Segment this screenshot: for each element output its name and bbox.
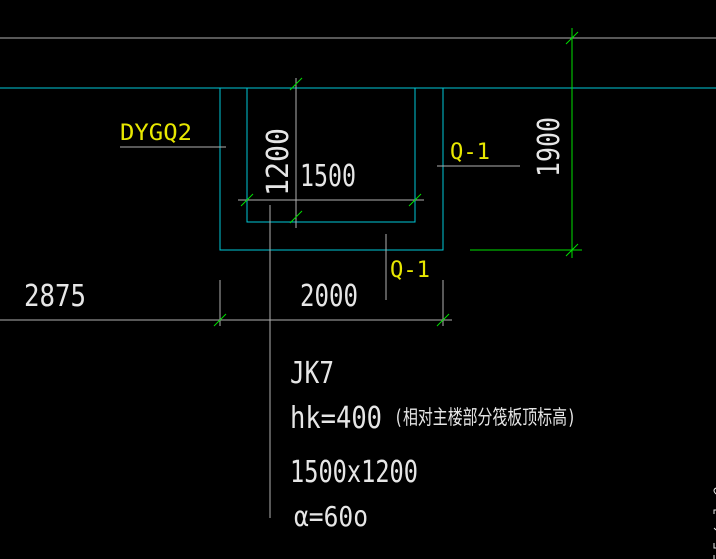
pit-angle: α=60ο: [294, 500, 368, 533]
wall-label: DYGQ2: [120, 121, 192, 146]
dim-text-inner-width: 1500: [300, 159, 356, 194]
pit-hk-note: (相对主楼部分筏板顶标高): [394, 405, 576, 429]
dim-text-right-height: 1900: [532, 117, 567, 177]
dimension-ticks: [213, 31, 579, 327]
pit-hk: hk=400: [290, 401, 382, 436]
pit-size: 1500x1200: [290, 455, 418, 490]
dim-text-outer-width: 2000: [300, 279, 358, 314]
q1-label-lower: Q-1: [390, 258, 430, 283]
pit-inner-wall: [246, 88, 416, 223]
edge-text-fragment: [713, 487, 716, 559]
dim-text-inner-depth: 1200: [261, 128, 296, 196]
pit-outer-wall: [219, 88, 444, 251]
dim-text-left-span: 2875: [24, 279, 86, 314]
pit-name: JK7: [290, 356, 334, 391]
q1-label-upper: Q-1: [450, 140, 490, 165]
